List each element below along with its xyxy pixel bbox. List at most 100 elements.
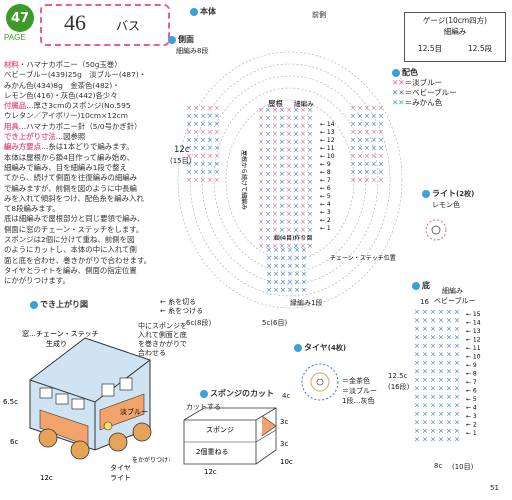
stitch-mark: × — [186, 176, 192, 184]
stitch-mark: × — [265, 242, 271, 250]
row-number: ← 4 — [466, 405, 477, 412]
stitch-mark: × — [422, 402, 428, 410]
page-badge: 47 — [6, 4, 34, 32]
stitch-mark: × — [279, 194, 285, 202]
stitch-mark: × — [438, 368, 444, 376]
stitch-mark: × — [293, 242, 299, 250]
stitch-mark: × — [414, 410, 420, 418]
stitch-mark: × — [371, 104, 377, 112]
stitch-mark: × — [422, 393, 428, 401]
tool-text: …ハマナカポニー針（5/0号かぎ針） — [18, 121, 142, 131]
stitch-mark: × — [307, 170, 313, 178]
howto-head: 編み方要点 — [4, 142, 41, 152]
stitch-mark: × — [422, 410, 428, 418]
howto-line: 底は細編みで屋根部分と同じ要領で編み、 — [4, 214, 145, 224]
stitch-mark: × — [307, 226, 313, 234]
fuchi-label: 縁編み1段 — [290, 299, 323, 307]
stitch-mark: × — [300, 154, 306, 162]
stitch-mark: × — [294, 278, 300, 286]
stitch-mark: × — [279, 234, 285, 242]
stitch-mark: × — [265, 106, 271, 114]
howto-line: みを入れて傾斜をつけ、配色糸を編み入れ — [4, 193, 144, 203]
stitch-mark: × — [378, 144, 384, 152]
stitch-mark: × — [414, 427, 420, 435]
stitch-mark: × — [422, 419, 428, 427]
sub-line-1: …厚さ3cmのスポンジ(No.595 — [26, 101, 131, 111]
stitch-mark: × — [350, 120, 356, 128]
stitch-mark: × — [193, 176, 199, 184]
stitch-mark: × — [294, 262, 300, 270]
stitch-mark: × — [286, 186, 292, 194]
stitch-mark: × — [422, 334, 428, 342]
stitch-mark: × — [371, 152, 377, 160]
stitch-mark: × — [300, 234, 306, 242]
stitch-mark: × — [272, 138, 278, 146]
stitch-mark: × — [350, 104, 356, 112]
sponge-label: スポンジ — [206, 426, 234, 434]
howto-line: 面と底を合わせ、巻きかがりで合わせます。 — [4, 255, 152, 265]
stitch-mark: × — [454, 376, 460, 384]
color-legend: 配色 ✕✕＝淡ブルー ✕✕＝ベビーブルー ✕✕＝みかん色 — [392, 68, 457, 107]
stitch-mark: × — [438, 325, 444, 333]
stitch-mark: × — [186, 136, 192, 144]
stitch-mark: × — [357, 112, 363, 120]
stitch-mark: × — [193, 128, 199, 136]
row-number: ← 2 — [466, 422, 477, 429]
stitch-mark: × — [364, 128, 370, 136]
stitch-mark: × — [279, 226, 285, 234]
stitch-mark: × — [438, 308, 444, 316]
stitch-mark: × — [258, 186, 264, 194]
stitch-mark: × — [265, 170, 271, 178]
stitch-mark: × — [414, 308, 420, 316]
bottom-height: 12.5c — [388, 372, 408, 380]
stitch-mark: × — [186, 168, 192, 176]
stitch-mark: × — [265, 154, 271, 162]
stitch-mark: × — [430, 325, 436, 333]
row-number: ← 6 — [466, 388, 477, 395]
dim-width: 6c — [10, 438, 18, 446]
stitch-mark: × — [272, 178, 278, 186]
row-number: ← 1 — [320, 225, 331, 232]
stitch-mark: × — [286, 210, 292, 218]
stitch-mark: × — [287, 270, 293, 278]
stitch-mark: × — [280, 254, 286, 262]
stitch-mark: × — [430, 376, 436, 384]
stitch-mark: × — [422, 342, 428, 350]
stitch-mark: × — [300, 194, 306, 202]
stitch-mark: × — [200, 152, 206, 160]
row-number: ← 9 — [320, 161, 331, 168]
stitch-mark: × — [414, 436, 420, 444]
stitch-mark: × — [454, 385, 460, 393]
stitch-mark: × — [371, 136, 377, 144]
stitch-mark: × — [279, 242, 285, 250]
stitch-mark: × — [378, 168, 384, 176]
stitch-mark: × — [279, 122, 285, 130]
stitch-mark: × — [193, 152, 199, 160]
material-text: ・ハマナカポニー（50g玉巻） — [18, 60, 122, 69]
stitch-mark: × — [422, 359, 428, 367]
stitch-mark: × — [454, 368, 460, 376]
stitch-mark: × — [265, 114, 271, 122]
stitch-mark: × — [454, 351, 460, 359]
stitch-mark: × — [378, 112, 384, 120]
stitch-mark: × — [279, 218, 285, 226]
light-title: ライト(2枚) — [422, 188, 474, 199]
roof-note: 細編み — [294, 99, 314, 108]
stitch-mark: × — [307, 114, 313, 122]
colors-line-1: ベビーブルー(439)25g 淡ブルー(487)・ — [4, 70, 147, 80]
stitch-mark: × — [258, 210, 264, 218]
tire-size: 4c — [282, 392, 291, 400]
lightblue-label: 淡ブルー — [120, 407, 148, 416]
stitch-mark: × — [357, 160, 363, 168]
stitch-mark: × — [258, 194, 264, 202]
stitch-mark: × — [186, 144, 192, 152]
stitch-mark: × — [422, 351, 428, 359]
stitch-mark: × — [207, 128, 213, 136]
stitch-mark: × — [279, 130, 285, 138]
body-pattern-chart: ××××××××××××××××××××××××××××××××××××××××… — [177, 51, 403, 309]
stitch-mark: × — [294, 246, 300, 254]
stitch-mark: × — [446, 410, 452, 418]
stitch-mark: × — [266, 262, 272, 270]
row-number: ← 10 — [320, 153, 335, 160]
stitch-mark: × — [300, 202, 306, 210]
